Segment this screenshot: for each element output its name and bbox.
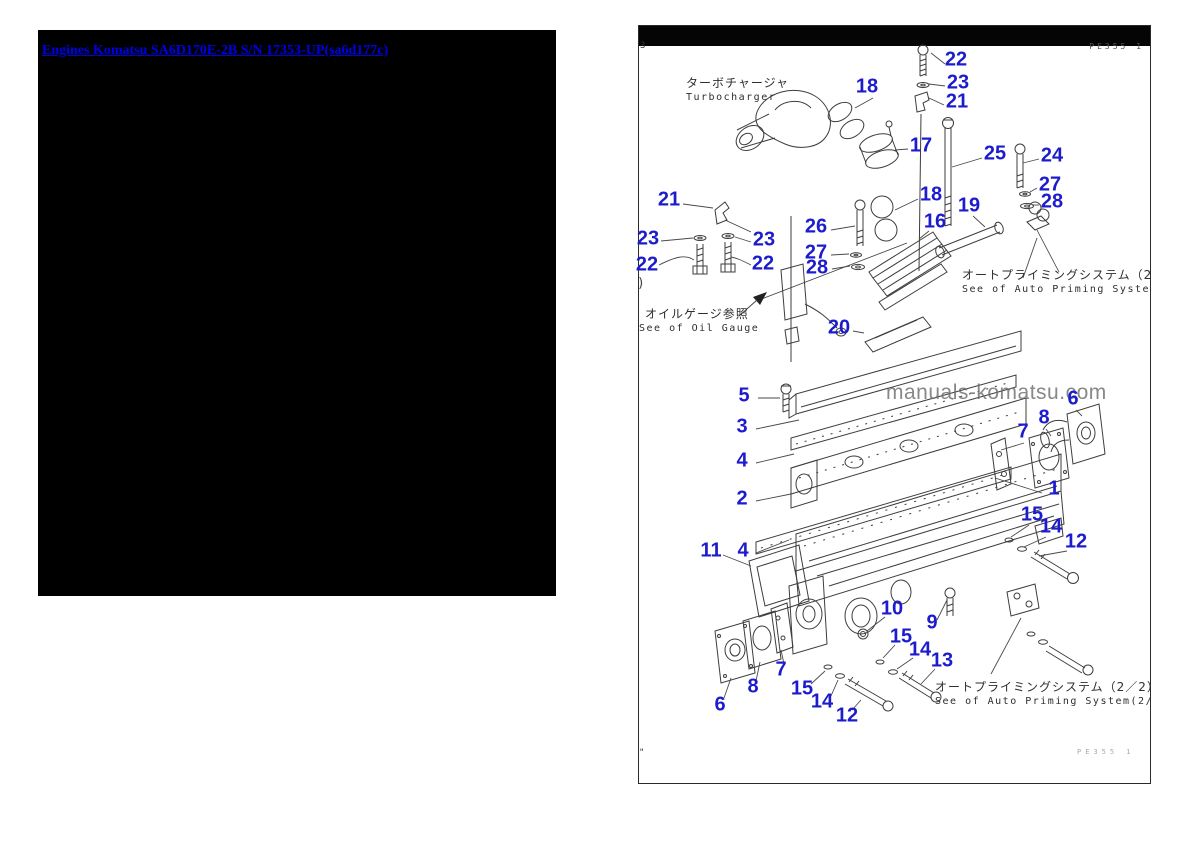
leader-lines xyxy=(658,52,1083,711)
label-auto-priming-bottom-jp: オートプライミングシステム（2／2）参照 xyxy=(935,680,1150,694)
turbocharger-drawing xyxy=(735,89,831,151)
viewer-blank-panel: Engines Komatsu SA6D170E-2B S/N 17353-UP… xyxy=(38,30,556,596)
label-auto-priming-top-jp: オートプライミングシステム（2／2）参照 xyxy=(962,268,1151,282)
model-link[interactable]: Engines Komatsu SA6D170E-2B S/N 17353-UP… xyxy=(42,43,389,58)
edge-mark-top-left: 3 xyxy=(640,41,646,51)
main-manifold-drawing xyxy=(788,453,1065,655)
plate-code-bottom: PE355 1 xyxy=(1077,748,1135,756)
right-flange-group-drawing xyxy=(990,403,1106,491)
label-oil-gauge-en: See of Oil Gauge xyxy=(639,323,760,334)
parts-diagram-sheet: PE355 1 PE355 1 3 " ) xyxy=(638,25,1151,784)
edge-mark-bottom-left: " xyxy=(639,748,645,758)
diagram-top-bar xyxy=(639,26,1150,46)
label-auto-priming-top: オートプライミングシステム（2／2）参照 See of Auto Priming… xyxy=(962,266,1151,295)
watermark: manuals-komatsu.com xyxy=(886,381,1107,404)
label-oil-gauge-jp: オイルゲージ参照 xyxy=(645,307,749,321)
exploded-view-drawing xyxy=(658,44,1106,712)
connector-drawing xyxy=(868,231,952,311)
plate-code-top: PE355 1 xyxy=(1089,42,1144,51)
label-turbocharger-en: Turbocharger xyxy=(686,92,777,103)
left-flange-group-drawing xyxy=(714,602,794,684)
oil-gauge-bracket-drawing xyxy=(758,216,908,362)
bolt-drawing xyxy=(917,44,929,77)
label-turbocharger-jp: ターボチャージャ xyxy=(686,76,790,90)
label-auto-priming-top-en: See of Auto Priming System(2/2) xyxy=(962,284,1151,295)
label-oil-gauge: オイルゲージ参照 See of Oil Gauge xyxy=(639,305,759,334)
label-turbocharger: ターボチャージャ Turbocharger xyxy=(686,74,789,103)
label-auto-priming-bottom-en: See of Auto Priming System(2/2) xyxy=(935,696,1151,707)
edge-mark-left-paren: ) xyxy=(639,276,645,291)
label-auto-priming-bottom: オートプライミングシステム（2／2）参照 See of Auto Priming… xyxy=(935,678,1151,707)
coupling-drawing xyxy=(859,120,899,169)
manifold-body-drawing xyxy=(790,397,1027,509)
